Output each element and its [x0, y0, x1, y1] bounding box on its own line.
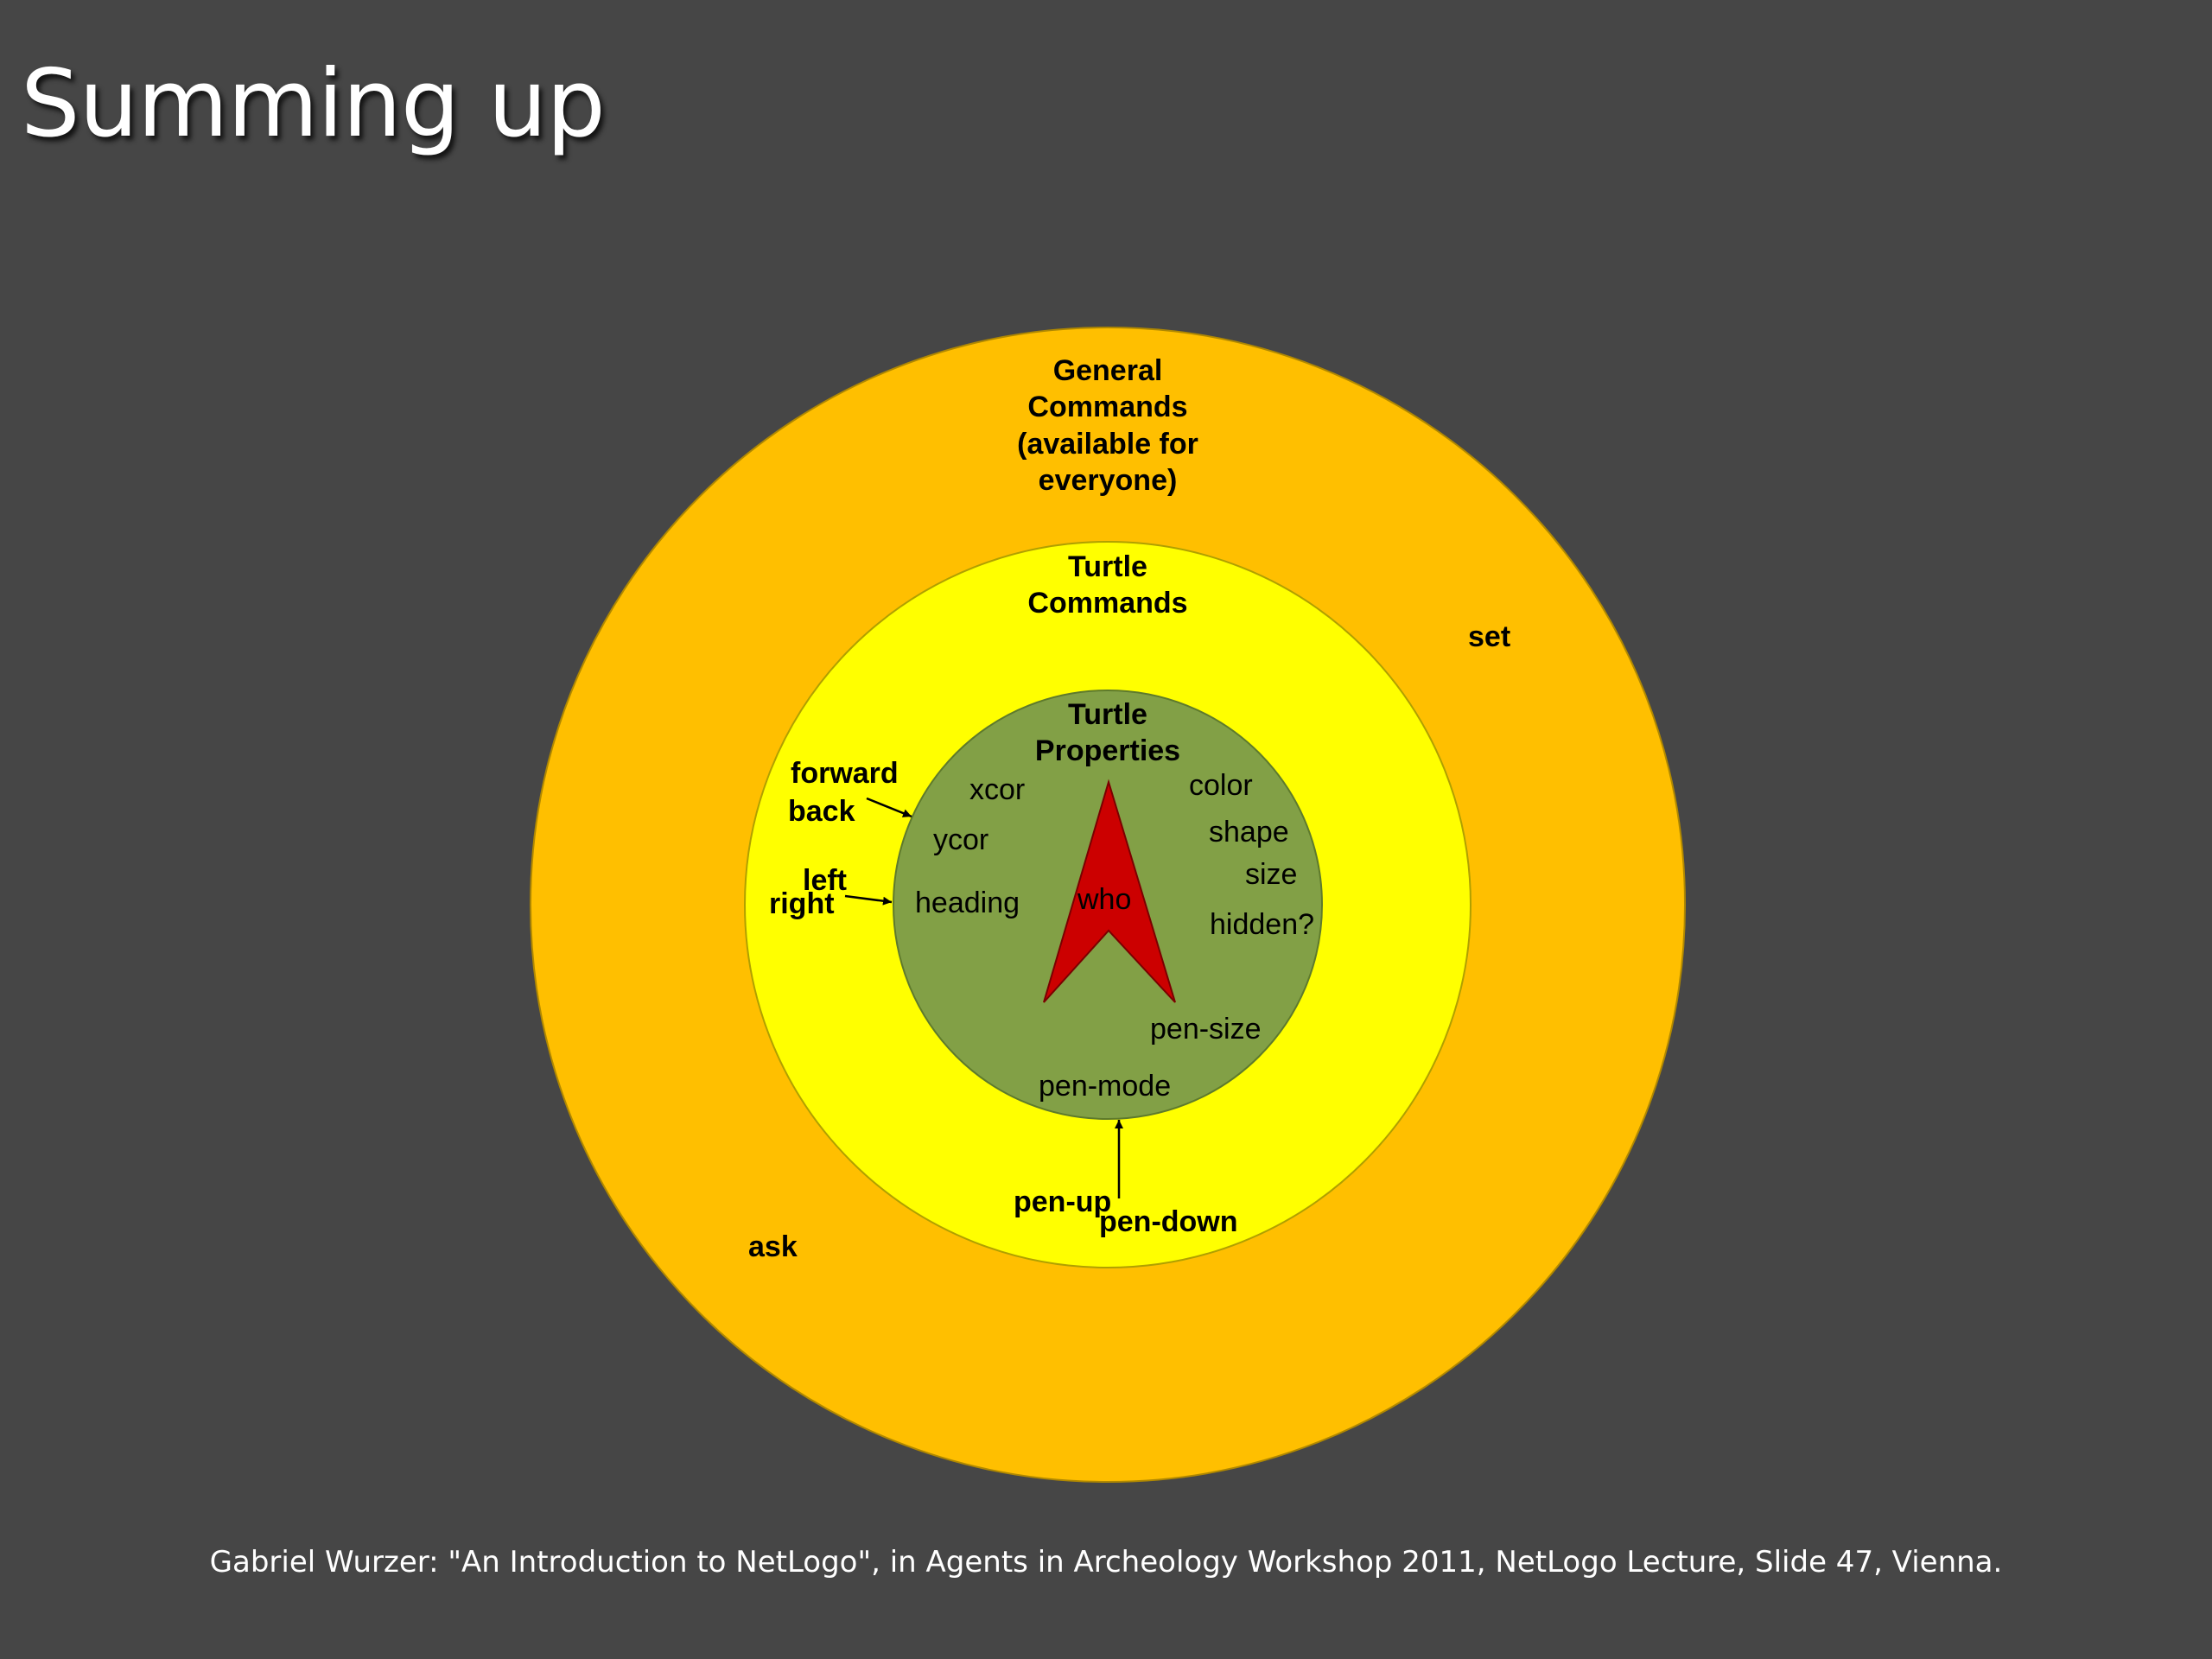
turtle-commands-heading-line1: Turtle — [1068, 550, 1147, 583]
general-commands-heading-line3: (available for — [1017, 428, 1198, 461]
turtle-properties-heading-line1: Turtle — [1068, 698, 1147, 731]
command-pen-down: pen-down — [1099, 1205, 1238, 1238]
forward-back-arrow — [866, 797, 912, 818]
general-commands-heading-line4: everyone) — [1039, 464, 1178, 497]
property-size: size — [1245, 858, 1297, 891]
property-xcor: xcor — [969, 773, 1025, 806]
command-back: back — [788, 795, 855, 828]
page-title: Summing up — [21, 50, 606, 158]
command-pen-up: pen-up — [1014, 1185, 1111, 1218]
command-left: left — [803, 864, 847, 897]
property-pen-size: pen-size — [1150, 1013, 1262, 1046]
general-commands-heading-line1: General — [1053, 354, 1163, 387]
property-pen-mode: pen-mode — [1039, 1070, 1171, 1103]
property-shape: shape — [1209, 816, 1289, 849]
turtle-properties-heading-line2: Properties — [1035, 734, 1180, 767]
left-right-arrow — [844, 894, 893, 906]
command-set: set — [1468, 620, 1510, 653]
property-who: who — [1077, 883, 1131, 916]
turtle-commands-heading-line2: Commands — [1027, 587, 1187, 620]
source-caption: Gabriel Wurzer: "An Introduction to NetL… — [209, 1545, 2003, 1580]
command-ask: ask — [748, 1230, 798, 1263]
property-color: color — [1189, 769, 1253, 802]
property-ycor: ycor — [933, 823, 988, 856]
property-hidden: hidden? — [1210, 908, 1314, 941]
command-forward: forward — [791, 757, 899, 790]
command-right: right — [769, 887, 835, 920]
property-heading: heading — [915, 887, 1020, 919]
general-commands-heading-line2: Commands — [1027, 391, 1187, 423]
arrowhead-turtle-icon — [1043, 779, 1176, 1003]
